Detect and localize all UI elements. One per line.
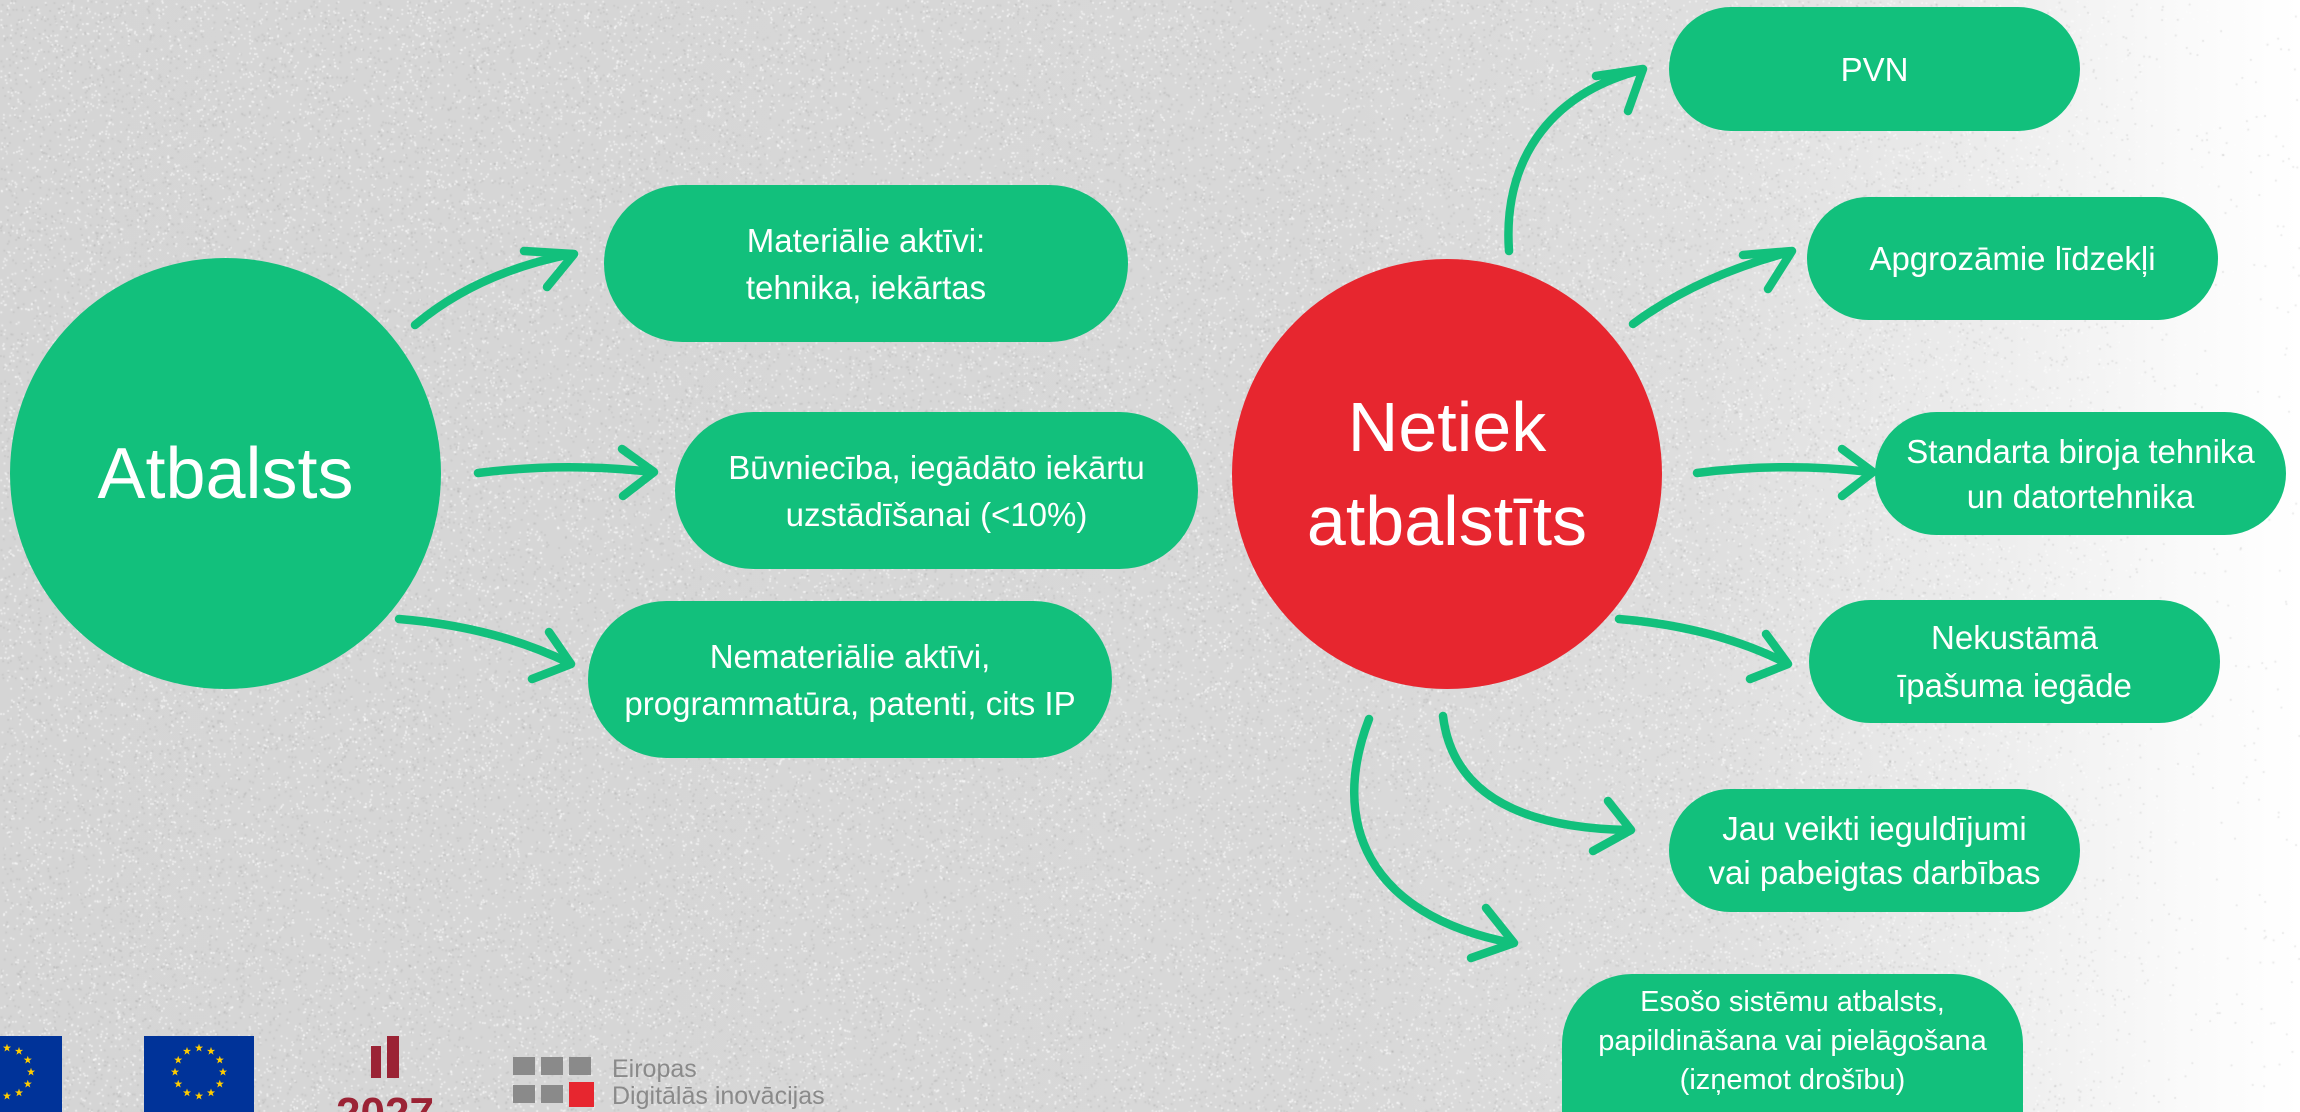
edih-square xyxy=(513,1085,535,1103)
star-ring xyxy=(2,1043,36,1100)
arrowhead xyxy=(617,444,659,501)
item-text-line: īpašuma iegāde xyxy=(1897,666,2132,704)
arrow-shaft xyxy=(1692,463,1876,478)
arrow-shaft xyxy=(394,614,574,668)
star-icon xyxy=(218,1067,228,1076)
arrowhead xyxy=(1738,246,1797,294)
item-text-line: PVN xyxy=(1840,50,1909,88)
arrow-shaft xyxy=(1504,65,1646,256)
edih-square xyxy=(541,1085,563,1103)
arrow-to-apgrozamie-lidzekli xyxy=(1628,246,1797,329)
emblem-text: 2027 xyxy=(336,1089,434,1112)
item-text-line: tehnika, iekārtas xyxy=(745,268,987,306)
item-text-line: Nemateriālie aktīvi, xyxy=(709,637,991,675)
eu-flag-icon xyxy=(0,1036,62,1112)
not-supported-item-apgrozamie-lidzekli: Apgrozāmie līdzekļi xyxy=(1807,197,2218,320)
star-icon xyxy=(174,1055,183,1064)
not-supported-item-jau-veikti-ieguldijumi: Jau veikti ieguldījumi vai pabeigtas dar… xyxy=(1669,789,2080,912)
not-supported-item-nekustama-ipasuma: Nekustāmā īpašuma iegāde xyxy=(1809,600,2220,723)
item-text-line: Apgrozāmie līdzekļi xyxy=(1869,240,2156,277)
arrow-to-jau-veikti-ieguldijumi xyxy=(1438,711,1636,856)
star-icon xyxy=(26,1067,36,1076)
arrow-to-nekustama-ipasuma xyxy=(1614,614,1793,684)
not-supported-label-line: Netiek xyxy=(1347,388,1547,466)
arrow-shaft xyxy=(1438,711,1634,835)
star-icon xyxy=(215,1079,224,1088)
arrow-to-standarta-biroja-tehnika xyxy=(1692,444,1878,501)
star-icon xyxy=(182,1088,192,1097)
star-icon xyxy=(170,1067,180,1076)
star-icon xyxy=(194,1043,204,1052)
star-icon xyxy=(14,1088,24,1097)
arrowhead xyxy=(519,246,579,292)
edih-square xyxy=(541,1057,563,1075)
arrow-to-nematerialie-aktivi xyxy=(394,614,576,684)
edih-line: Eiropas xyxy=(612,1055,697,1083)
arrow-to-materialie-aktivi xyxy=(410,246,579,330)
not-supported-item-esoso-sistemu-atbalsts: Esošo sistēmu atbalsts, papildināšana va… xyxy=(1562,974,2023,1112)
arrow-shaft xyxy=(410,249,577,330)
star-icon xyxy=(23,1079,32,1088)
arrow-to-buvnieciba xyxy=(473,444,659,501)
edih-square xyxy=(569,1057,591,1075)
item-text-line: programmatūra, patenti, cits IP xyxy=(624,684,1076,722)
item-text-line: un datortehnika xyxy=(1966,477,2195,515)
arrowhead xyxy=(1837,444,1878,501)
eu-flag-icon xyxy=(144,1036,254,1112)
star-ring xyxy=(170,1043,228,1100)
flag-background xyxy=(0,1036,62,1112)
item-text-line: Nekustāmā xyxy=(1931,618,2098,656)
arrow-shaft xyxy=(473,463,657,478)
edih-line: Digitālās inovācijas xyxy=(612,1082,825,1110)
emblem-2027-logo: 2027 xyxy=(336,1036,434,1112)
star-icon xyxy=(194,1091,204,1100)
edih-accent-square xyxy=(569,1082,594,1107)
arrow-shaft xyxy=(1628,247,1795,329)
edih-wordmark: Eiropas Digitālās inovācijas xyxy=(612,1056,825,1110)
item-text-line: Standarta biroja tehnika xyxy=(1906,432,2255,470)
supported-circle: Atbalsts xyxy=(10,258,441,689)
item-text-line: vai pabeigtas darbības xyxy=(1708,853,2041,891)
item-text-line: Esošo sistēmu atbalsts, xyxy=(1640,986,1945,1018)
edih-square xyxy=(513,1057,535,1075)
arrow-shaft xyxy=(1614,614,1791,668)
not-supported-label-line: atbalstīts xyxy=(1306,482,1588,560)
arrowhead xyxy=(1588,796,1636,856)
emblem-bar xyxy=(371,1046,381,1078)
star-icon xyxy=(215,1055,224,1064)
star-icon xyxy=(206,1088,216,1097)
item-text-line: Jau veikti ieguldījumi xyxy=(1722,809,2027,847)
edih-logo: Eiropas Digitālās inovācijas xyxy=(513,1054,843,1112)
emblem-bar xyxy=(387,1036,399,1078)
not-supported-circle: Netiek atbalstīts xyxy=(1232,259,1662,689)
supported-item-nematerialie-aktivi: Nemateriālie aktīvi, programmatūra, pate… xyxy=(588,601,1112,758)
not-supported-item-standarta-biroja-tehnika: Standarta biroja tehnika un datortehnika xyxy=(1875,412,2286,535)
arrow-to-pvn xyxy=(1504,64,1648,256)
star-icon xyxy=(23,1055,32,1064)
star-icon xyxy=(2,1043,12,1052)
item-text-line: uzstādīšanai (<10%) xyxy=(785,495,1088,533)
item-text-line: Materiālie aktīvi: xyxy=(746,221,986,259)
star-icon xyxy=(206,1046,216,1055)
star-icon xyxy=(182,1046,192,1055)
star-icon xyxy=(2,1091,12,1100)
arrow-to-esoso-sistemu-atbalsts xyxy=(1350,714,1519,963)
arrowhead xyxy=(1466,903,1519,963)
item-text-line: (izņemot drošību) xyxy=(1679,1064,1906,1096)
item-text-line: Būvniecība, iegādāto iekārtu xyxy=(728,448,1145,486)
not-supported-item-pvn: PVN xyxy=(1669,7,2080,131)
star-icon xyxy=(14,1046,24,1055)
supported-item-buvnieciba: Būvniecība, iegādāto iekārtu uzstādīšana… xyxy=(675,412,1198,569)
supported-label: Atbalsts xyxy=(97,433,354,514)
supported-item-materialie-aktivi: Materiālie aktīvi: tehnika, iekārtas xyxy=(604,185,1128,342)
item-text-line: papildināšana vai pielāgošana xyxy=(1598,1025,1987,1057)
arrowhead xyxy=(1745,629,1793,684)
arrowhead xyxy=(527,627,576,684)
arrow-shaft xyxy=(1350,714,1517,948)
arrowhead xyxy=(1591,64,1648,116)
star-icon xyxy=(174,1079,183,1088)
